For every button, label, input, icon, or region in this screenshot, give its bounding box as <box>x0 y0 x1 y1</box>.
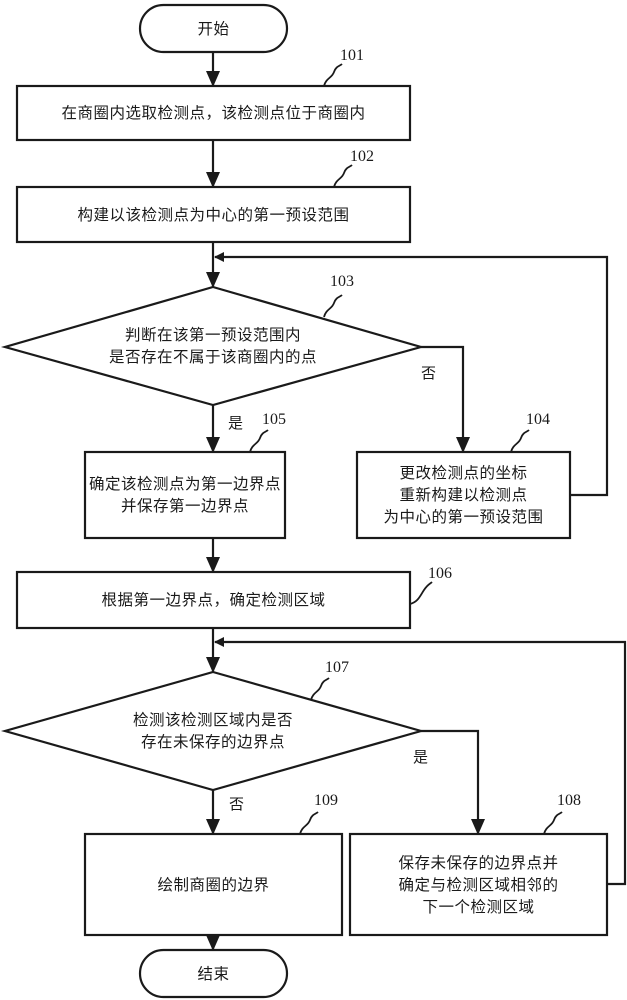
step-107-text: 检测该检测区域内是否 存在未保存的边界点 <box>132 711 293 751</box>
start-label: 开始 <box>197 19 230 38</box>
step-number-103: 103 <box>330 273 354 290</box>
edge-108-loop-back <box>214 637 627 886</box>
step-108-text: 保存未保存的边界点并 确定与检测区域相邻的 下一个检测区域 <box>398 853 559 916</box>
leader-107 <box>310 677 330 701</box>
step-number-104: 104 <box>526 411 550 428</box>
leader-109 <box>299 811 319 835</box>
step-103-text: 判断在该第一预设范围内 是否存在不属于该商圈内的点 <box>108 326 317 366</box>
end-label: 结束 <box>197 964 230 983</box>
branch-label-107-no: 否 <box>229 795 245 813</box>
leader-105 <box>249 429 269 453</box>
step-101-text: 在商圈内选取检测点，该检测点位于商圈内 <box>61 104 366 122</box>
branch-label-103-yes: 是 <box>228 414 244 432</box>
step-109-text: 绘制商圈的边界 <box>157 875 270 894</box>
step-105-text: 确定该检测点为第一边界点 并保存第一边界点 <box>88 475 281 515</box>
step-number-106: 106 <box>428 565 452 582</box>
edge-107-108-yes <box>421 729 485 835</box>
step-number-108: 108 <box>557 792 581 809</box>
edge-103-104-no <box>421 345 470 453</box>
leader-106 <box>409 581 433 605</box>
step-108-box <box>348 832 609 937</box>
step-105-box <box>83 450 287 540</box>
step-104-text: 更改检测点的坐标 重新构建以检测点 为中心的第一预设范围 <box>383 464 544 526</box>
leader-102 <box>333 164 353 188</box>
leader-104 <box>510 429 530 453</box>
step-number-105: 105 <box>262 411 286 428</box>
branch-label-103-no: 否 <box>421 364 437 382</box>
step-number-102: 102 <box>350 148 374 165</box>
step-number-101: 101 <box>340 47 364 64</box>
leader-108 <box>543 811 563 835</box>
step-106-text: 根据第一边界点，确定检测区域 <box>101 591 326 609</box>
edge-104-loop-back <box>214 252 609 497</box>
step-101-box <box>15 84 412 142</box>
step-number-109: 109 <box>314 792 338 809</box>
leader-101 <box>323 63 343 87</box>
leader-103 <box>323 294 343 318</box>
step-number-107: 107 <box>325 659 349 676</box>
branch-label-107-yes: 是 <box>413 748 429 766</box>
step-102-text: 构建以该检测点为中心的第一预设范围 <box>77 205 350 224</box>
